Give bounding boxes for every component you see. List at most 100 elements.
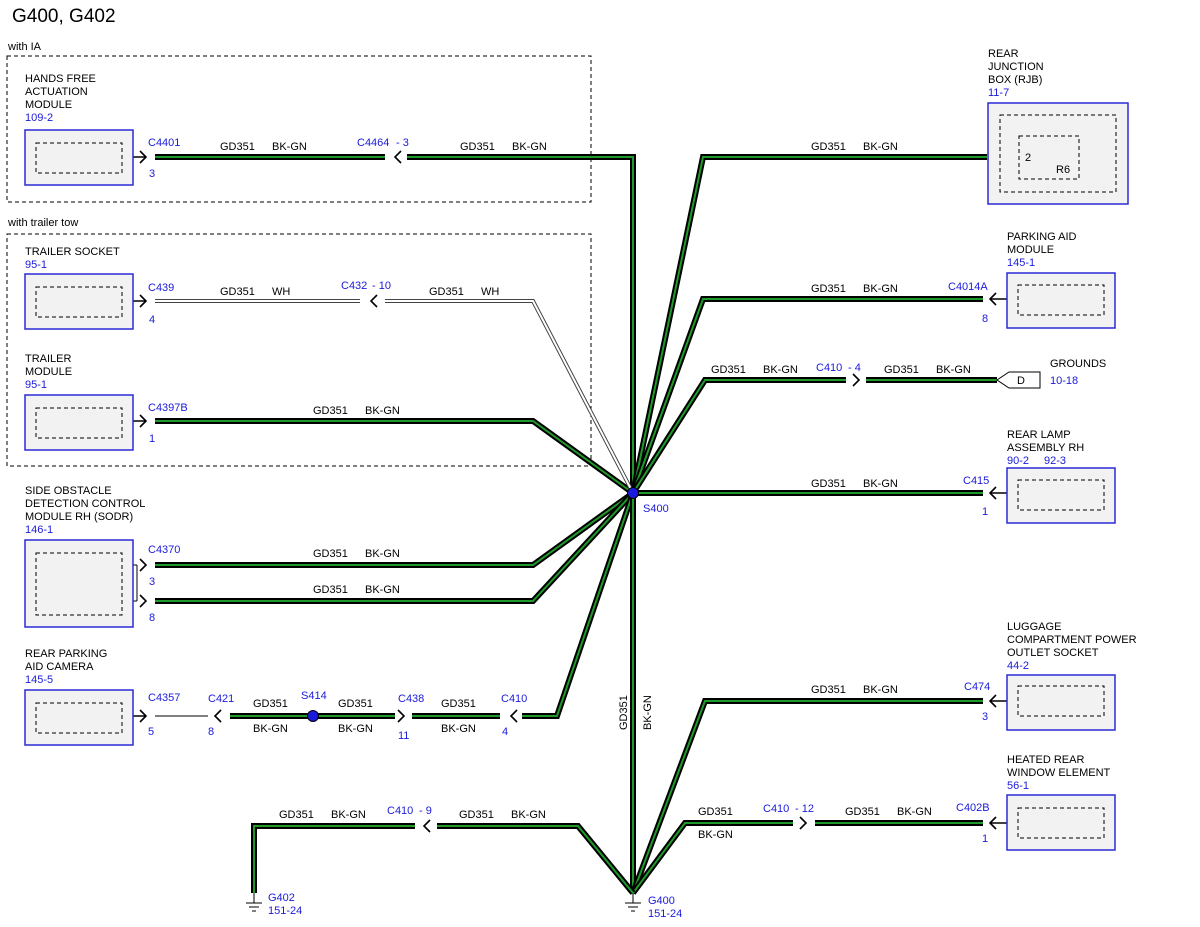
sodr-label-2: DETECTION CONTROL xyxy=(25,498,145,510)
wire-color: BK-GN xyxy=(365,584,400,596)
group-label-trailer: with trailer tow xyxy=(7,217,78,229)
connector-c410-heat[interactable]: C410 xyxy=(763,803,789,815)
hfam-label-3: MODULE xyxy=(25,99,72,111)
pam-ref-link[interactable]: 145-1 xyxy=(1007,257,1035,269)
splice-s400-label: S400 xyxy=(643,503,669,515)
wire-circuit: GD351 xyxy=(460,141,495,153)
ground-g402-ref-link[interactable]: 151-24 xyxy=(268,905,302,917)
sodr-box xyxy=(24,539,134,628)
trailer-socket-ref-link[interactable]: 95-1 xyxy=(25,259,47,271)
sodr-ref-link[interactable]: 146-1 xyxy=(25,524,53,536)
ground-g402-label: G402 xyxy=(268,892,295,904)
connector-c410-gnd[interactable]: C410 xyxy=(816,362,842,374)
pin-c410-cam: 4 xyxy=(502,726,508,738)
wire-color: BK-GN xyxy=(512,141,547,153)
connector-c432[interactable]: C432 xyxy=(341,280,367,292)
pin-c415: 1 xyxy=(982,506,988,518)
module-rjb: REAR JUNCTION BOX (RJB) 11-7 2 R6 xyxy=(987,48,1129,205)
pin-c421: 8 xyxy=(208,726,214,738)
module-camera: REAR PARKING AID CAMERA 145-5 xyxy=(24,648,134,746)
wires xyxy=(155,154,997,895)
heated-label-2: WINDOW ELEMENT xyxy=(1007,767,1111,779)
connector-c439[interactable]: C439 xyxy=(148,282,174,294)
pin-c438: 11 xyxy=(398,730,409,742)
pin-c439: 4 xyxy=(149,314,155,326)
connector-c4370[interactable]: C4370 xyxy=(148,544,180,556)
connector-c402b[interactable]: C402B xyxy=(956,802,990,814)
connector-c474[interactable]: C474 xyxy=(964,681,990,693)
wire-circuit: GD351 xyxy=(220,141,255,153)
wire-color: BK-GN xyxy=(897,806,932,818)
ground-g400-label: G400 xyxy=(648,895,675,907)
trailer-module-ref-link[interactable]: 95-1 xyxy=(25,379,47,391)
sodr-label-3: MODULE RH (SODR) xyxy=(25,511,133,523)
ground-g400-ref-link[interactable]: 151-24 xyxy=(648,908,682,920)
heated-ref-link[interactable]: 56-1 xyxy=(1007,780,1029,792)
wire-color: BK-GN xyxy=(511,809,546,821)
ground-g402-symbol xyxy=(246,893,262,912)
connector-c421[interactable]: C421 xyxy=(208,693,234,705)
pin-c410-g402: - 9 xyxy=(419,805,432,817)
lamp-box xyxy=(1006,467,1116,524)
connector-c410-cam[interactable]: C410 xyxy=(501,693,527,705)
splice-s414 xyxy=(307,710,319,722)
luggage-ref-link[interactable]: 44-2 xyxy=(1007,660,1029,672)
hfam-ref-link[interactable]: 109-2 xyxy=(25,112,53,124)
module-lamp: REAR LAMP ASSEMBLY RH 90-2 92-3 xyxy=(1006,429,1116,524)
wire-circuit: GD351 xyxy=(811,141,846,153)
pin-c410-heat: - 12 xyxy=(795,803,814,815)
camera-inner xyxy=(35,702,123,734)
ground-g400-symbol xyxy=(625,893,641,912)
splice-s414-label: S414 xyxy=(301,690,327,702)
luggage-inner xyxy=(1017,685,1105,717)
lamp-ref-link-2[interactable]: 92-3 xyxy=(1044,455,1066,467)
wire-circuit: GD351 xyxy=(313,584,348,596)
group-box-ia xyxy=(6,55,592,203)
wire-color: BK-GN xyxy=(863,141,898,153)
heated-box xyxy=(1006,794,1116,851)
lamp-ref-link-1[interactable]: 90-2 xyxy=(1007,455,1029,467)
hfam-inner xyxy=(35,142,123,174)
wire-circuit: GD351 xyxy=(618,695,630,730)
pin-c432: - 10 xyxy=(372,280,391,292)
wire-labels: GD351 BK-GN GD351 BK-GN GD351 WH GD351 W… xyxy=(220,141,971,841)
connector-c410-g402[interactable]: C410 xyxy=(387,805,413,817)
wire-circuit: GD351 xyxy=(845,806,880,818)
connector-c4357[interactable]: C4357 xyxy=(148,692,180,704)
module-luggage: LUGGAGE COMPARTMENT POWER OUTLET SOCKET … xyxy=(1006,621,1137,731)
white-wire xyxy=(155,299,635,494)
connector-c4014a[interactable]: C4014A xyxy=(948,281,988,293)
wire-color: BK-GN xyxy=(441,723,476,735)
wire-circuit: GD351 xyxy=(338,698,373,710)
wire-circuit: GD351 xyxy=(441,698,476,710)
pin-c4401: 3 xyxy=(149,168,155,180)
rjb-fuse: R6 xyxy=(1056,164,1070,176)
splice-s400 xyxy=(627,487,639,499)
pam-label-2: MODULE xyxy=(1007,244,1054,256)
pin-c410-gnd: - 4 xyxy=(848,362,861,374)
trailer-module-inner xyxy=(35,407,123,439)
wire-circuit: GD351 xyxy=(459,809,494,821)
grounds-tag: D xyxy=(1017,375,1025,387)
rjb-ref-link[interactable]: 11-7 xyxy=(988,87,1009,99)
grounds-label: GROUNDS xyxy=(1050,358,1106,370)
wire-color: BK-GN xyxy=(365,405,400,417)
connector-c4397b[interactable]: C4397B xyxy=(148,402,188,414)
module-pam: PARKING AID MODULE 145-1 xyxy=(1006,231,1116,329)
heated-label-1: HEATED REAR xyxy=(1007,754,1084,766)
wire-color: BK-GN xyxy=(763,364,798,376)
grounds-ref-link[interactable]: 10-18 xyxy=(1050,375,1078,387)
lamp-inner xyxy=(1017,479,1105,511)
pin-c4464: - 3 xyxy=(396,137,409,149)
group-label-ia: with IA xyxy=(7,41,42,53)
camera-ref-link[interactable]: 145-5 xyxy=(25,674,53,686)
connector-c438[interactable]: C438 xyxy=(398,693,424,705)
connector-c4464[interactable]: C4464 xyxy=(357,137,389,149)
connector-c415[interactable]: C415 xyxy=(963,475,989,487)
module-trailer-module: TRAILER MODULE 95-1 xyxy=(24,353,134,451)
wire-color: BK-GN xyxy=(698,829,733,841)
connector-c4401[interactable]: C4401 xyxy=(148,137,180,149)
wire-color: BK-GN xyxy=(863,684,898,696)
rjb-pin: 2 xyxy=(1025,152,1031,164)
